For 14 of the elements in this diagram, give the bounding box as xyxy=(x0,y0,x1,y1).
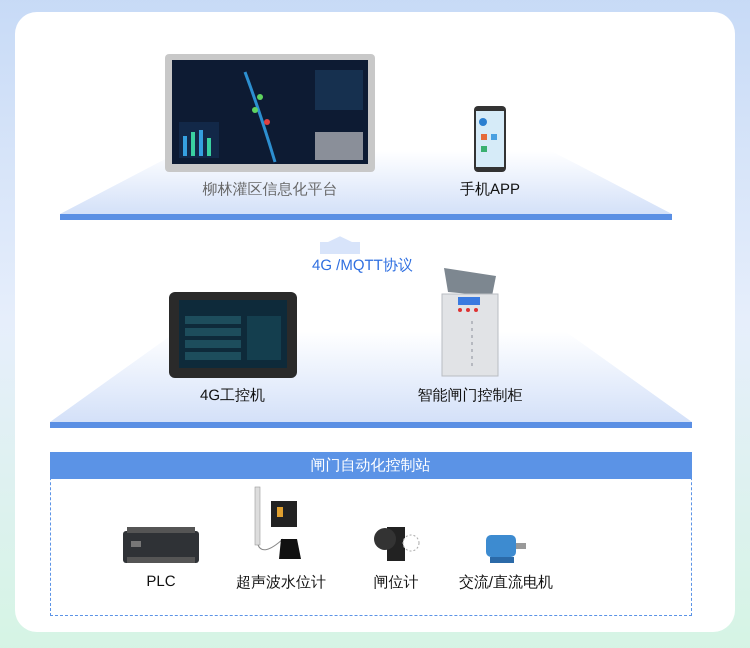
device-label: 4G工控机 xyxy=(198,386,266,405)
shelf-bar xyxy=(50,422,692,428)
device-label: PLC xyxy=(145,573,177,590)
shelf-bar xyxy=(60,214,672,220)
edge-label: 4G /MQTT协议 xyxy=(312,256,413,275)
arrow xyxy=(320,236,360,254)
device-label: 闸位计 xyxy=(372,573,420,592)
device-label: 智能闸门控制柜 xyxy=(416,386,524,405)
header-bar: 闸门自动化控制站 xyxy=(50,452,692,478)
device-label: 交流/直流电机 xyxy=(458,573,554,592)
device-label: 超声波水位计 xyxy=(235,573,327,592)
station-frame xyxy=(50,452,692,616)
device-label: 手机APP xyxy=(458,180,521,199)
device-label: 柳林灌区信息化平台 xyxy=(202,180,338,199)
